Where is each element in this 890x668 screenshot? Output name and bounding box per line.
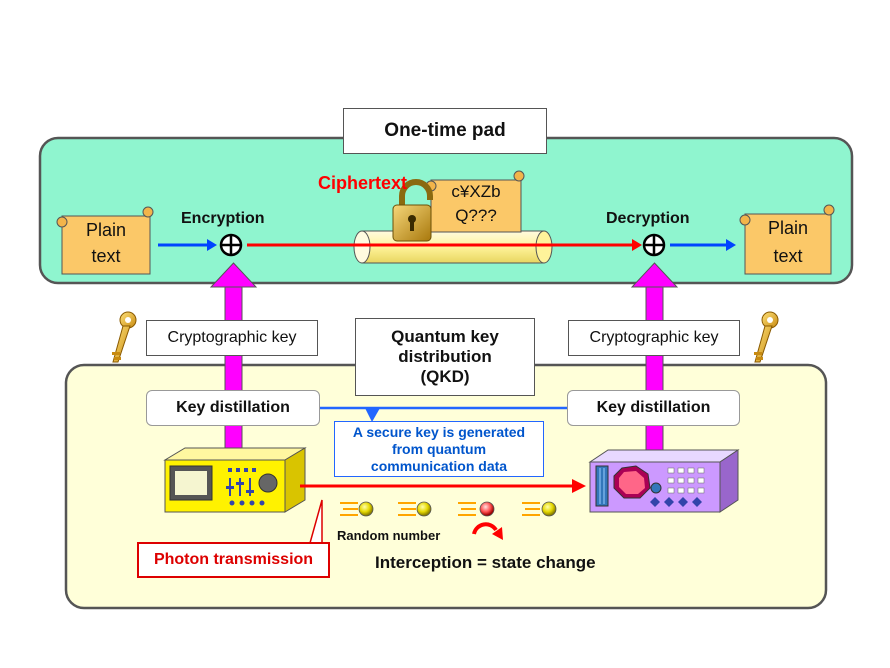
secure-key-line2: from quantum: [391, 440, 487, 457]
interception-label: Interception = state change: [375, 553, 596, 572]
photon-icon: [458, 501, 495, 517]
receiver-device-icon: [588, 449, 740, 513]
plain-text-left-line2: text: [91, 246, 121, 266]
secure-key-note: A secure key is generated from quantum c…: [334, 421, 544, 477]
ciphertext-arrow: [247, 239, 642, 251]
scroll-icon: [739, 204, 835, 275]
secure-key-line1: A secure key is generated: [352, 423, 526, 440]
plain-arrow-left: [158, 239, 217, 251]
qkd-title-line2: distribution: [398, 347, 492, 366]
crypto-key-right-box: Cryptographic key: [568, 320, 740, 356]
secure-key-line3: communication data: [370, 457, 508, 474]
scroll-icon: [56, 206, 154, 275]
otp-title: One-time pad: [343, 108, 547, 154]
xor-decryption-icon: [642, 233, 666, 257]
key-distillation-right-box: Key distillation: [567, 390, 740, 426]
distillation-connector: [320, 406, 570, 422]
ciphertext-tube: [353, 230, 553, 264]
plain-arrow-right: [670, 239, 736, 251]
qkd-title-box: Quantum key distribution (QKD): [355, 318, 535, 396]
encryption-label: Encryption: [181, 210, 265, 227]
plain-text-right-line1: Plain: [767, 218, 809, 238]
plain-text-right-line2: text: [773, 246, 803, 266]
plain-text-left-line1: Plain: [85, 220, 127, 240]
photon-icon: [522, 501, 557, 517]
key-distillation-left-box: Key distillation: [146, 390, 320, 426]
photon-transmission-box: Photon transmission: [137, 542, 330, 578]
photon-icon: [398, 501, 432, 517]
xor-encryption-icon: [219, 233, 243, 257]
ciphertext-label: Ciphertext: [318, 173, 408, 193]
photon-arrow: [300, 479, 586, 493]
key-icon: [112, 311, 137, 363]
state-change-arrow-icon: [472, 522, 503, 540]
transmitter-device-icon: [163, 447, 307, 513]
random-number-label: Random number: [337, 528, 441, 543]
photon-icon: [340, 501, 374, 517]
cipher-text-line2: Q???: [455, 206, 497, 225]
cipher-text-line1: c¥XZb: [451, 182, 501, 201]
qkd-title-line3: (QKD): [420, 367, 470, 386]
padlock-icon: [392, 179, 433, 242]
key-icon: [754, 311, 779, 363]
crypto-key-left-box: Cryptographic key: [146, 320, 318, 356]
decryption-label: Decryption: [606, 210, 690, 227]
qkd-title-line1: Quantum key: [391, 327, 499, 346]
